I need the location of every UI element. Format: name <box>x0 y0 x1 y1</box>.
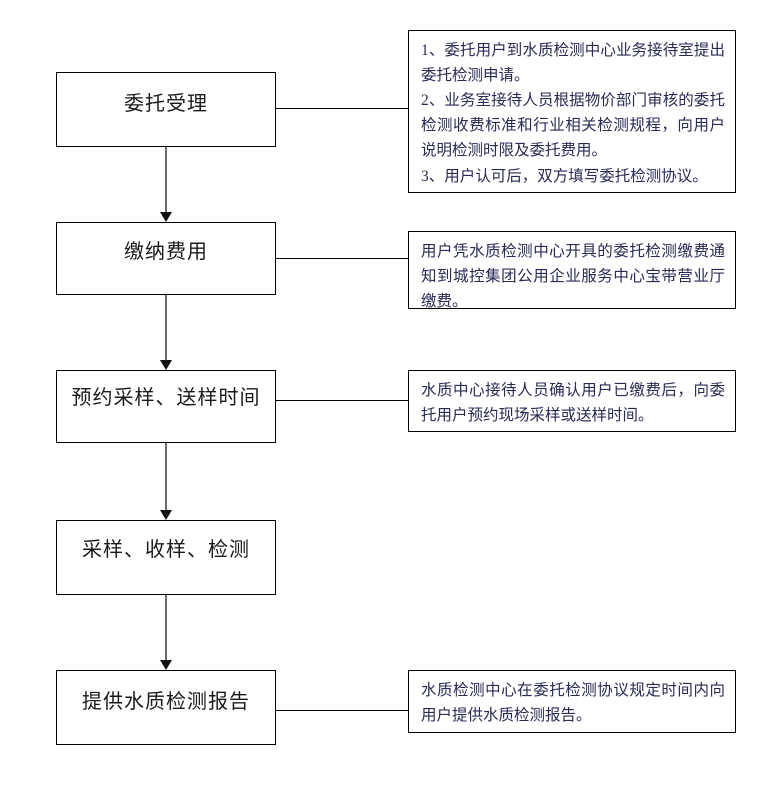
process-box-step-4[interactable]: 采样、收样、检测 <box>56 520 276 595</box>
connector-step-2 <box>276 258 408 259</box>
connector-step-5 <box>276 710 408 711</box>
process-label-step-5: 提供水质检测报告 <box>82 691 250 713</box>
note-box-step-5: 水质检测中心在委托检测协议规定时间内向用户提供水质检测报告。 <box>408 670 736 733</box>
process-box-step-5[interactable]: 提供水质检测报告 <box>56 670 276 745</box>
note-text-step-3: 水质中心接待人员确认用户已缴费后，向委托用户预约现场采样或送样时间。 <box>421 382 725 425</box>
note-box-step-3: 水质中心接待人员确认用户已缴费后，向委托用户预约现场采样或送样时间。 <box>408 370 736 432</box>
arrow-step-1-to-step-2 <box>155 147 177 222</box>
process-label-step-1: 委托受理 <box>124 93 208 115</box>
note-box-step-1: 1、委托用户到水质检测中心业务接待室提出委托检测申请。 2、业务室接待人员根据物… <box>408 30 736 193</box>
process-box-step-2[interactable]: 缴纳费用 <box>56 222 276 295</box>
note-text-step-1: 1、委托用户到水质检测中心业务接待室提出委托检测申请。 2、业务室接待人员根据物… <box>421 42 725 185</box>
process-box-step-3[interactable]: 预约采样、送样时间 <box>56 370 276 443</box>
process-label-step-2: 缴纳费用 <box>124 241 208 263</box>
note-text-step-5: 水质检测中心在委托检测协议规定时间内向用户提供水质检测报告。 <box>421 682 725 725</box>
arrow-step-4-to-step-5 <box>155 595 177 670</box>
note-box-step-2: 用户凭水质检测中心开具的委托检测缴费通知到城控集团公用企业服务中心宝带营业厅缴费… <box>408 231 736 310</box>
process-label-step-4: 采样、收样、检测 <box>82 539 250 561</box>
connector-step-3 <box>276 400 408 401</box>
note-text-step-2: 用户凭水质检测中心开具的委托检测缴费通知到城控集团公用企业服务中心宝带营业厅缴费… <box>421 243 725 311</box>
process-label-step-3: 预约采样、送样时间 <box>71 387 261 409</box>
arrow-step-2-to-step-3 <box>155 295 177 370</box>
connector-step-1 <box>276 108 408 109</box>
arrow-step-3-to-step-4 <box>155 443 177 520</box>
process-box-step-1[interactable]: 委托受理 <box>56 72 276 147</box>
